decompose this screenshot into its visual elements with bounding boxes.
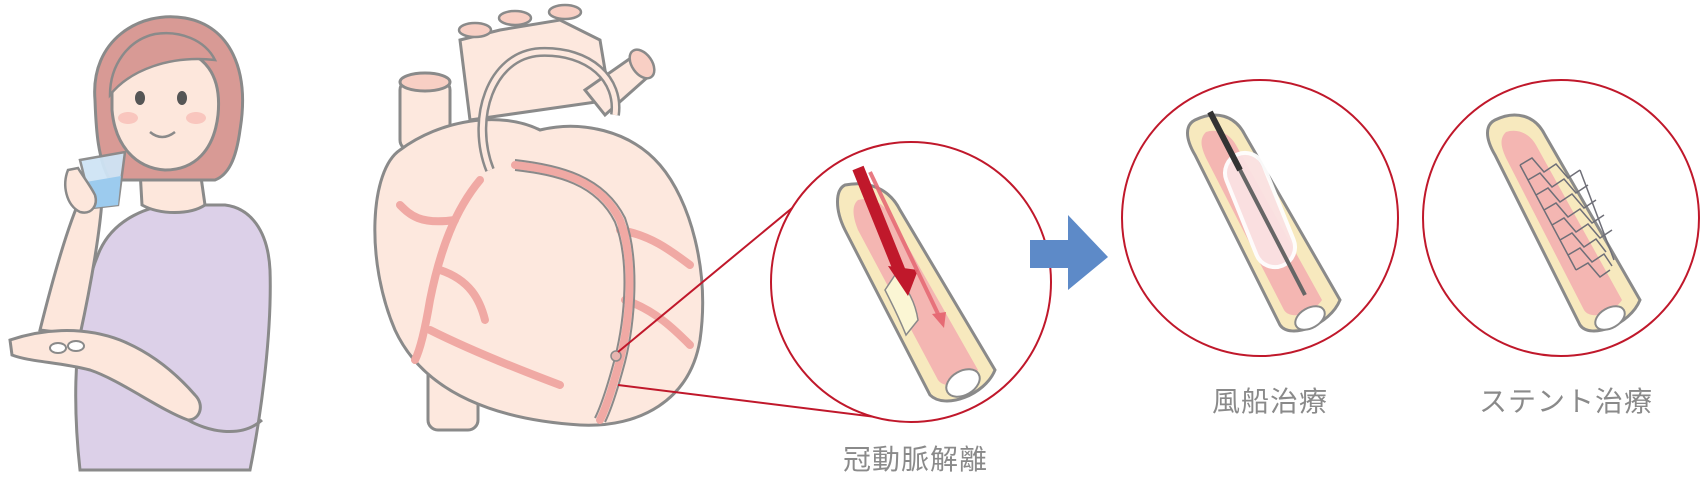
coronary-outlines xyxy=(514,159,636,423)
zoom-line-top xyxy=(617,184,821,353)
vessel-opening xyxy=(497,9,533,27)
arrow-right-icon xyxy=(1030,215,1108,290)
vessel-opening xyxy=(457,21,493,39)
balloon-vessel-end xyxy=(1294,305,1326,331)
woman-with-pills xyxy=(8,15,272,472)
coronary-arteries xyxy=(396,161,694,424)
fringe xyxy=(108,31,218,99)
right-cheek xyxy=(186,112,206,124)
zoom-line-bottom xyxy=(617,384,901,421)
stent-icon xyxy=(1519,157,1615,279)
blood-flow-arrowhead xyxy=(888,266,918,296)
catheter-tip xyxy=(1207,110,1243,172)
stent-vessel-lumen xyxy=(1501,130,1622,316)
right-eye xyxy=(177,91,187,105)
balloon-label: 風船治療 xyxy=(1212,385,1329,418)
stent-label: ステント治療 xyxy=(1479,385,1654,418)
aortic-arch xyxy=(479,49,619,171)
vessel-opening xyxy=(547,3,583,21)
blood-flow-arrow xyxy=(852,165,906,275)
glass-hand xyxy=(64,166,97,214)
pill xyxy=(67,340,85,352)
vessel-end xyxy=(945,368,981,398)
sleeve-line xyxy=(187,418,264,434)
transition-arrow xyxy=(1030,215,1108,290)
flow-arrow-light xyxy=(868,171,942,319)
flow-arrowhead-light xyxy=(932,312,946,328)
left-eye xyxy=(135,91,145,105)
balloon-zoom xyxy=(1121,79,1399,357)
heart-icon xyxy=(373,3,705,432)
vessel-left-opening xyxy=(398,71,452,93)
left-cheek xyxy=(118,112,138,124)
pill xyxy=(49,342,67,354)
mouth xyxy=(149,130,176,139)
dissection-label: 冠動脈解離 xyxy=(843,443,989,476)
dissection-zoom xyxy=(770,141,1052,423)
stent-vessel-end xyxy=(1594,305,1626,331)
stent-zoom xyxy=(1422,79,1700,357)
dissection-site xyxy=(610,350,622,362)
vessel-right-opening xyxy=(628,48,656,80)
